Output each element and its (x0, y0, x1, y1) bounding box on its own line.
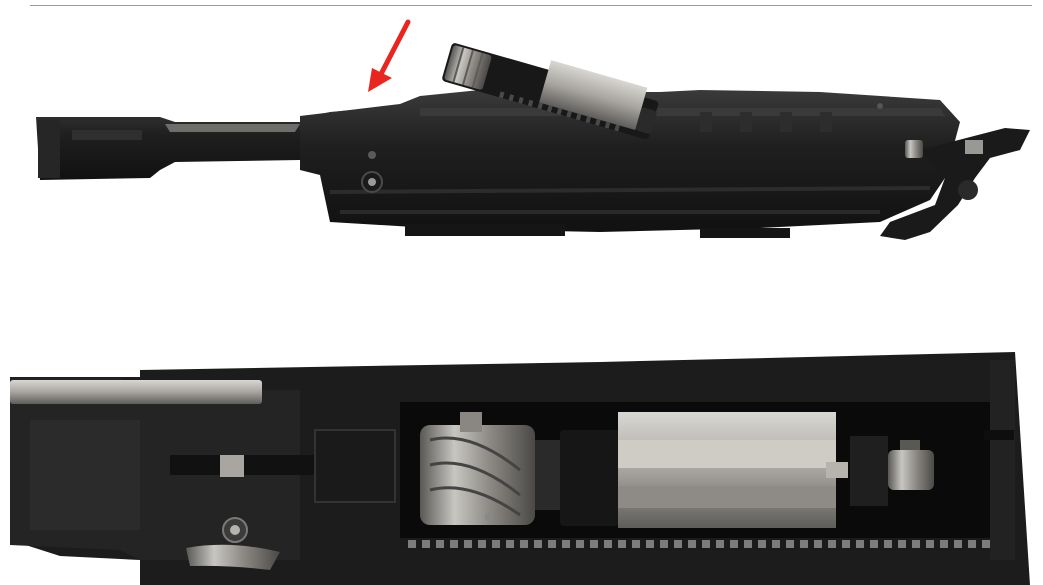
upper-view (36, 19, 1030, 240)
charging-handle (880, 128, 1030, 240)
lower-view (10, 352, 1030, 585)
receiver (300, 90, 960, 232)
arrow-down-left-icon (368, 19, 411, 92)
receiver-rail (400, 538, 1010, 550)
bolt-carrier (560, 412, 934, 528)
top-rule (30, 5, 1032, 6)
bolt-carrier (442, 43, 659, 139)
bolt-head (420, 412, 563, 525)
